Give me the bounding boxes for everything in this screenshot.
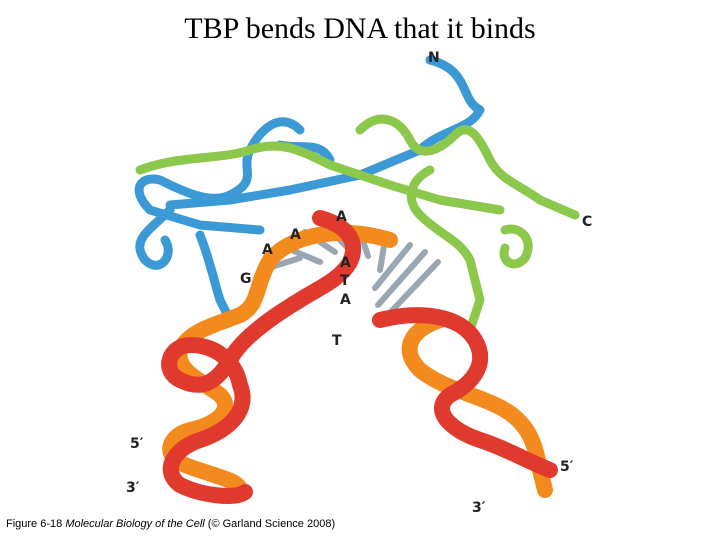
figure-caption: Figure 6-18 Molecular Biology of the Cel… [6, 518, 335, 530]
base-label: T [340, 273, 350, 289]
slide-title: TBP bends DNA that it binds [184, 12, 536, 45]
strand-3-prime-right-label: 3′ [472, 500, 486, 516]
base-label: A [336, 209, 347, 225]
caption-prefix: Figure 6-18 [6, 518, 66, 530]
c-terminus-label: C [582, 214, 592, 230]
dna-strand-red [161, 210, 558, 504]
strand-3-prime-left-label: 3′ [126, 480, 140, 496]
base-label: T [332, 333, 342, 349]
base-label: A [290, 227, 301, 243]
base-label: A [340, 255, 351, 271]
base-label: G [240, 271, 252, 287]
n-terminus-label: N [428, 50, 440, 66]
caption-book-title: Molecular Biology of the Cell [65, 518, 205, 530]
strand-5-prime-right-label: 5′ [560, 459, 574, 475]
base-label: A [340, 292, 351, 308]
tbp-left-domain [134, 55, 485, 325]
strand-5-prime-left-label: 5′ [130, 436, 144, 452]
tbp-right-domain [135, 114, 580, 335]
base-label: A [262, 242, 273, 258]
caption-suffix: (© Garland Science 2008) [204, 518, 336, 530]
